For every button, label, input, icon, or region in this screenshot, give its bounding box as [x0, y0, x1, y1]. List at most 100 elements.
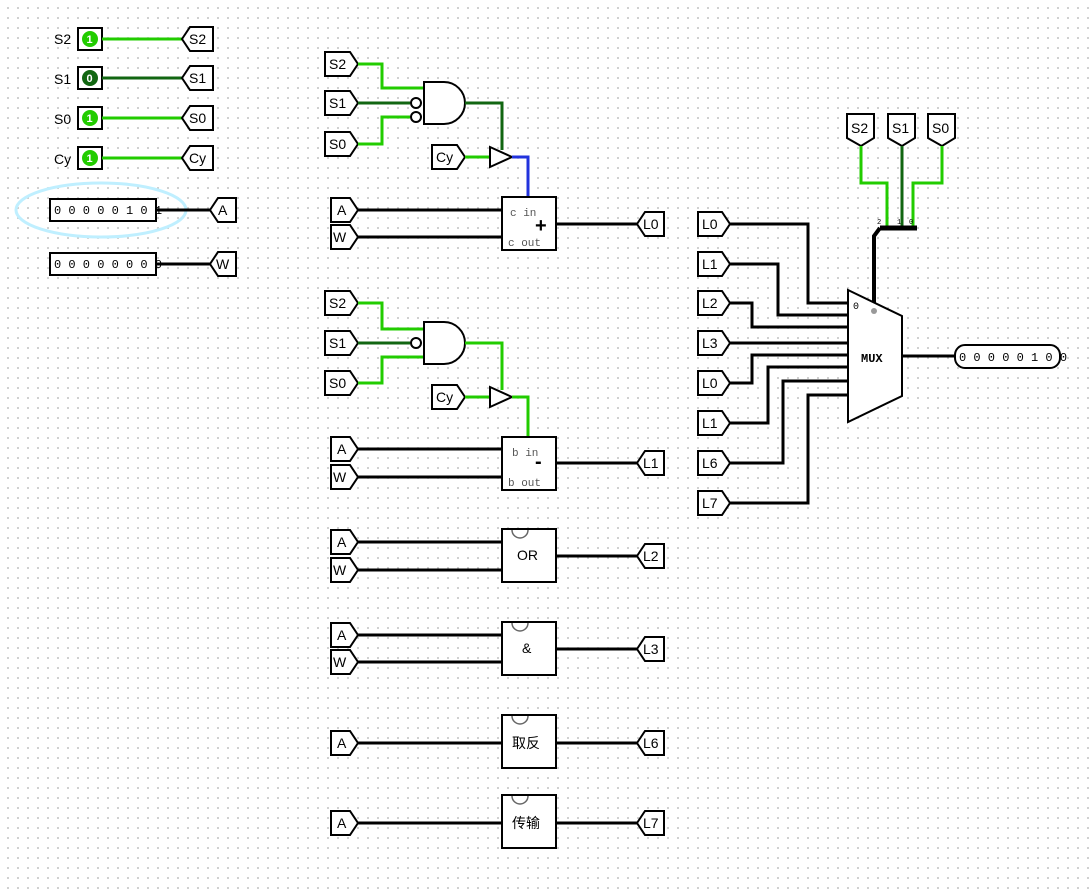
svg-text:2: 2 [877, 219, 881, 227]
svg-text:W: W [216, 256, 230, 272]
mux-in-tunnel-7: L7 [697, 490, 732, 516]
pin-s0-label: S0 [54, 111, 71, 127]
adder-tunnel-s2: S2 [324, 51, 360, 77]
sub-tunnel-s1: S1 [324, 330, 360, 356]
pin-cy-label: Cy [54, 151, 71, 167]
svg-text:L1: L1 [702, 415, 718, 431]
svg-text:S0: S0 [329, 375, 346, 391]
mux-in-tunnel-1: L1 [697, 251, 732, 277]
pin-s0[interactable]: S0 1 [54, 106, 103, 130]
pin-s1-value: 0 [87, 73, 93, 85]
mux-in-tunnel-2: L2 [697, 290, 732, 316]
mux-select-tunnel-s0: S0 [927, 113, 956, 148]
pin-a-input[interactable]: 0 0 0 0 0 1 0 1 [49, 198, 162, 222]
svg-text:L6: L6 [702, 455, 718, 471]
adder-tunnel-s1: S1 [324, 90, 360, 116]
subtractor-section: S2 S1 S0 Cy A [324, 290, 665, 491]
subtractor-box[interactable]: b in b out - [501, 436, 557, 491]
pass-tunnel-out: L7 [635, 810, 665, 836]
svg-text:L1: L1 [702, 256, 718, 272]
adder-section: S2 S1 S0 Cy [324, 51, 665, 251]
svg-text:W: W [333, 229, 347, 245]
and-box[interactable]: & [501, 621, 557, 676]
svg-text:W: W [333, 562, 347, 578]
tunnel-s1-out: S1 [180, 65, 214, 91]
mux-output-pin[interactable]: 0 0 0 0 0 1 0 0 [954, 344, 1067, 369]
svg-text:&: & [522, 640, 532, 656]
tunnel-cy-out: Cy [180, 145, 214, 171]
svg-text:Cy: Cy [189, 150, 206, 166]
svg-text:0: 0 [909, 219, 913, 227]
svg-text:L7: L7 [643, 815, 659, 831]
svg-text:S2: S2 [851, 120, 868, 136]
svg-text:S0: S0 [329, 136, 346, 152]
pass-box[interactable]: 传输 [501, 794, 557, 849]
adder-tunnel-cy: Cy [431, 144, 467, 170]
svg-text:-: - [535, 451, 542, 473]
svg-text:S2: S2 [329, 295, 346, 311]
mux-input-wires [730, 222, 848, 505]
and-tunnel-w: W [330, 649, 360, 675]
pin-s2[interactable]: S2 1 [54, 27, 103, 51]
or-tunnel-w: W [330, 557, 360, 583]
not-box[interactable]: 取反 [501, 714, 557, 769]
sub-tunnel-s2: S2 [324, 290, 360, 316]
svg-text:传输: 传输 [512, 815, 540, 831]
not-tunnel-out: L6 [635, 730, 665, 756]
svg-text:A: A [337, 202, 347, 218]
adder-controlled-buffer [489, 145, 515, 169]
svg-text:Cy: Cy [436, 389, 453, 405]
svg-text:b in: b in [512, 448, 538, 460]
mux-in-tunnel-4: L0 [697, 370, 732, 396]
pin-s1[interactable]: S1 0 [54, 66, 103, 90]
or-tunnel-a: A [330, 529, 360, 555]
svg-text:Cy: Cy [436, 149, 453, 165]
svg-text:S1: S1 [329, 95, 346, 111]
svg-text:b out: b out [508, 478, 541, 490]
svg-text:S2: S2 [189, 31, 206, 47]
adder-tunnel-w: W [330, 224, 360, 250]
svg-text:1: 1 [897, 219, 901, 227]
adder-box[interactable]: c in c out + [501, 196, 557, 251]
mux-in-tunnel-0: L0 [697, 211, 732, 237]
not-tunnel-a: A [330, 730, 360, 756]
or-section: A W OR L2 [330, 528, 665, 583]
pin-a-value: 0 0 0 0 0 1 0 1 [54, 204, 162, 218]
sub-tunnel-a: A [330, 436, 360, 462]
svg-text:S1: S1 [329, 335, 346, 351]
sub-and-gate [410, 321, 466, 365]
and-tunnel-a: A [330, 622, 360, 648]
pin-cy[interactable]: Cy 1 [54, 146, 103, 170]
tunnel-s0-out: S0 [180, 105, 214, 131]
pin-cy-value: 1 [87, 153, 93, 165]
pin-w-input[interactable]: 0 0 0 0 0 0 0 0 [49, 252, 162, 276]
tunnel-a-out: A [208, 197, 237, 223]
pass-section: A 传输 L7 [330, 794, 665, 849]
svg-text:S2: S2 [329, 56, 346, 72]
sub-tunnel-cy: Cy [431, 384, 467, 410]
svg-text:L3: L3 [702, 335, 718, 351]
mux-select-tunnel-s1: S1 [887, 113, 916, 148]
svg-text:S1: S1 [189, 70, 206, 86]
adder-tunnel-s0: S0 [324, 131, 360, 157]
svg-text:L2: L2 [643, 548, 659, 564]
svg-text:c out: c out [508, 238, 541, 250]
svg-text:L0: L0 [702, 375, 718, 391]
svg-text:+: + [535, 215, 547, 237]
or-box[interactable]: OR [501, 528, 557, 583]
mux-body[interactable]: 0 MUX [847, 288, 903, 424]
svg-text:OR: OR [517, 547, 538, 563]
svg-text:A: A [337, 441, 347, 457]
mux-select-tunnel-s2: S2 [846, 113, 875, 148]
svg-text:MUX: MUX [861, 352, 883, 366]
pin-s1-label: S1 [54, 71, 71, 87]
mux-section: S2 S1 S0 2 1 0 L0 L1 [697, 113, 1067, 516]
svg-text:S0: S0 [932, 120, 949, 136]
svg-text:W: W [333, 654, 347, 670]
pin-s2-value: 1 [87, 34, 93, 46]
svg-text:A: A [337, 534, 347, 550]
svg-text:L6: L6 [643, 735, 659, 751]
svg-text:S1: S1 [892, 120, 909, 136]
svg-text:L1: L1 [643, 455, 659, 471]
